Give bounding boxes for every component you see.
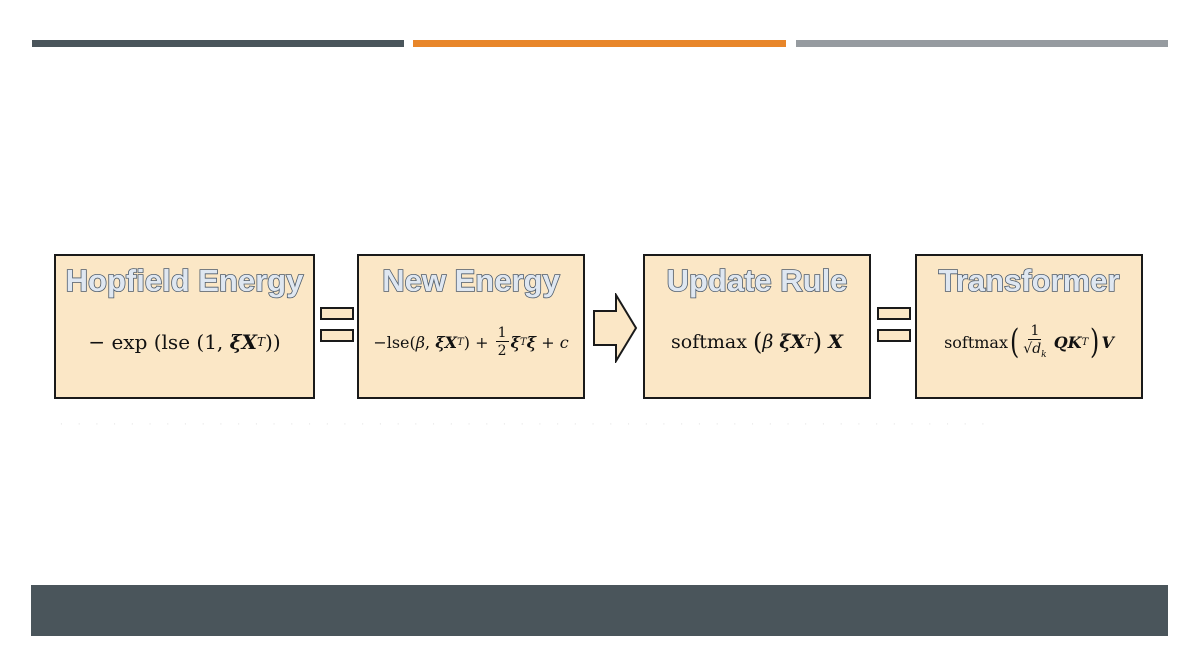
header-bar-middle bbox=[413, 40, 786, 47]
box-title: Transformer bbox=[938, 262, 1121, 299]
equals-sign-1 bbox=[320, 307, 354, 347]
faint-caption: · · · · · · · · · · · · · · · · · · · · … bbox=[60, 420, 991, 430]
box-title: Update Rule bbox=[666, 262, 848, 299]
header-bar-left bbox=[32, 40, 404, 47]
arrow-right-icon bbox=[593, 293, 638, 363]
box-title: Hopfield Energy bbox=[65, 262, 304, 299]
equals-sign-2 bbox=[877, 307, 911, 347]
footer-bar bbox=[31, 585, 1168, 636]
header-bar-right bbox=[796, 40, 1168, 47]
box-title: New Energy bbox=[381, 262, 560, 299]
